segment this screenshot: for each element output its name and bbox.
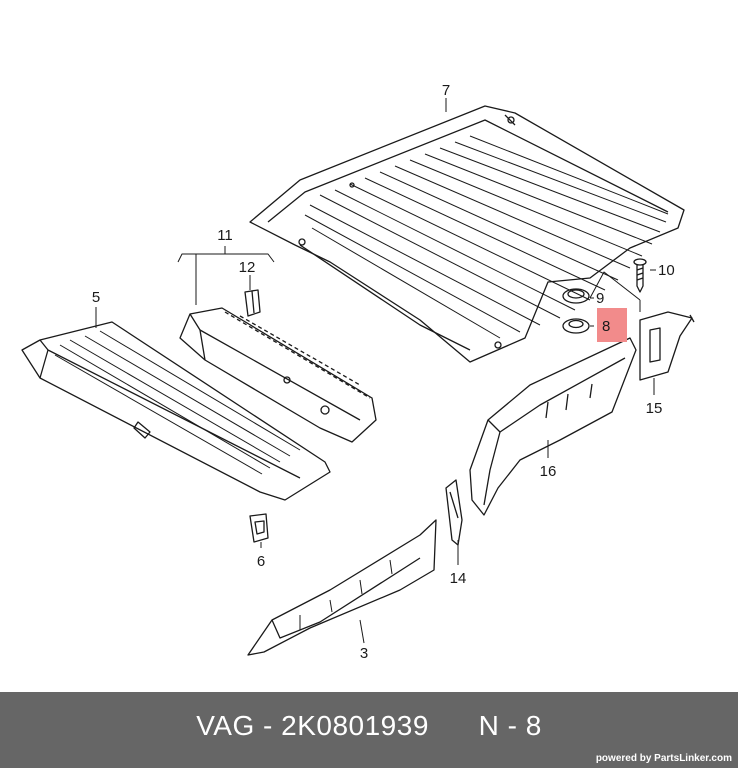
part-16-wheel-housing [469,337,637,516]
part-14-plate [445,479,463,546]
part-9-cap [562,288,590,304]
highlight-part-8 [597,308,627,342]
part-6-bracket [249,513,269,543]
callout-7: 7 [442,82,450,99]
callout-16: 16 [540,463,557,480]
callout-8: 8 [602,318,610,335]
part-number: 2K0801939 [281,710,429,741]
callout-12: 12 [239,259,256,276]
footer-bar: VAG - 2K0801939 N - 8 powered by PartsLi… [0,692,738,768]
part-5-floor-panel [21,321,331,501]
part-caption: VAG - 2K0801939 N - 8 [0,710,738,742]
callout-5: 5 [92,289,100,306]
part-15-side-bracket [639,311,695,381]
part-7-rear-floor-panel [249,105,685,363]
callout-14: 14 [450,570,467,587]
part-10-screw [633,258,647,293]
leader-lines [95,98,656,644]
callout-3: 3 [360,645,368,662]
callout-9: 9 [596,290,604,307]
callout-11: 11 [217,227,233,244]
parts-diagram: 7 10 11 12 9 8 5 15 16 6 14 3 [21,82,695,662]
position-label: N [478,710,500,741]
position-number: 8 [525,710,542,741]
callout-10: 10 [658,262,675,279]
part-5-ribs [54,330,301,475]
callout-15: 15 [646,400,663,417]
brand-separator: - [263,710,273,741]
powered-by-link[interactable]: powered by PartsLinker.com [595,753,732,764]
part-3-longitudinal-member [247,519,437,656]
part-11-cross-member [179,307,377,443]
part-7-ribs [304,135,669,339]
part-12-bracket [244,289,261,317]
part-8-grommet [562,318,590,334]
brand-label: VAG [196,710,255,741]
position-separator: - [507,710,518,741]
callout-6: 6 [257,553,265,570]
